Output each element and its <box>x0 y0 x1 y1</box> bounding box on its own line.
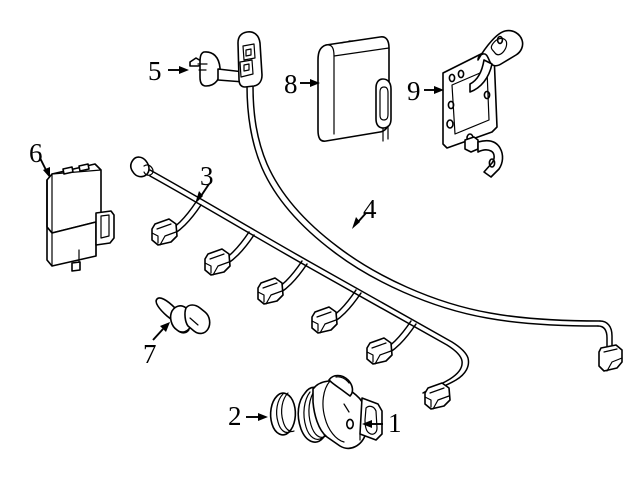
callout-label-6: 6 <box>29 138 43 168</box>
control-unit-module-part <box>46 163 115 272</box>
sensor-grommet-plug-part <box>155 297 211 335</box>
callout-label-2: 2 <box>228 401 242 431</box>
callout-label-1: 1 <box>388 408 402 438</box>
callout-label-4: 4 <box>363 194 377 224</box>
control-module-cable-part <box>237 31 623 372</box>
parking-assist-sensor-part <box>297 374 383 450</box>
electronic-control-module-part <box>317 36 392 142</box>
sensor-wiring-harness-part <box>129 156 470 410</box>
callout-leaders <box>39 66 444 428</box>
callout-label-9: 9 <box>407 76 421 106</box>
sensor-trim-ring-part <box>269 392 297 436</box>
callout-label-7: 7 <box>143 339 157 369</box>
callout-label-5: 5 <box>148 56 162 86</box>
module-mounting-bracket-part <box>442 29 524 178</box>
callout-label-8: 8 <box>284 69 298 99</box>
callout-label-3: 3 <box>200 161 214 191</box>
